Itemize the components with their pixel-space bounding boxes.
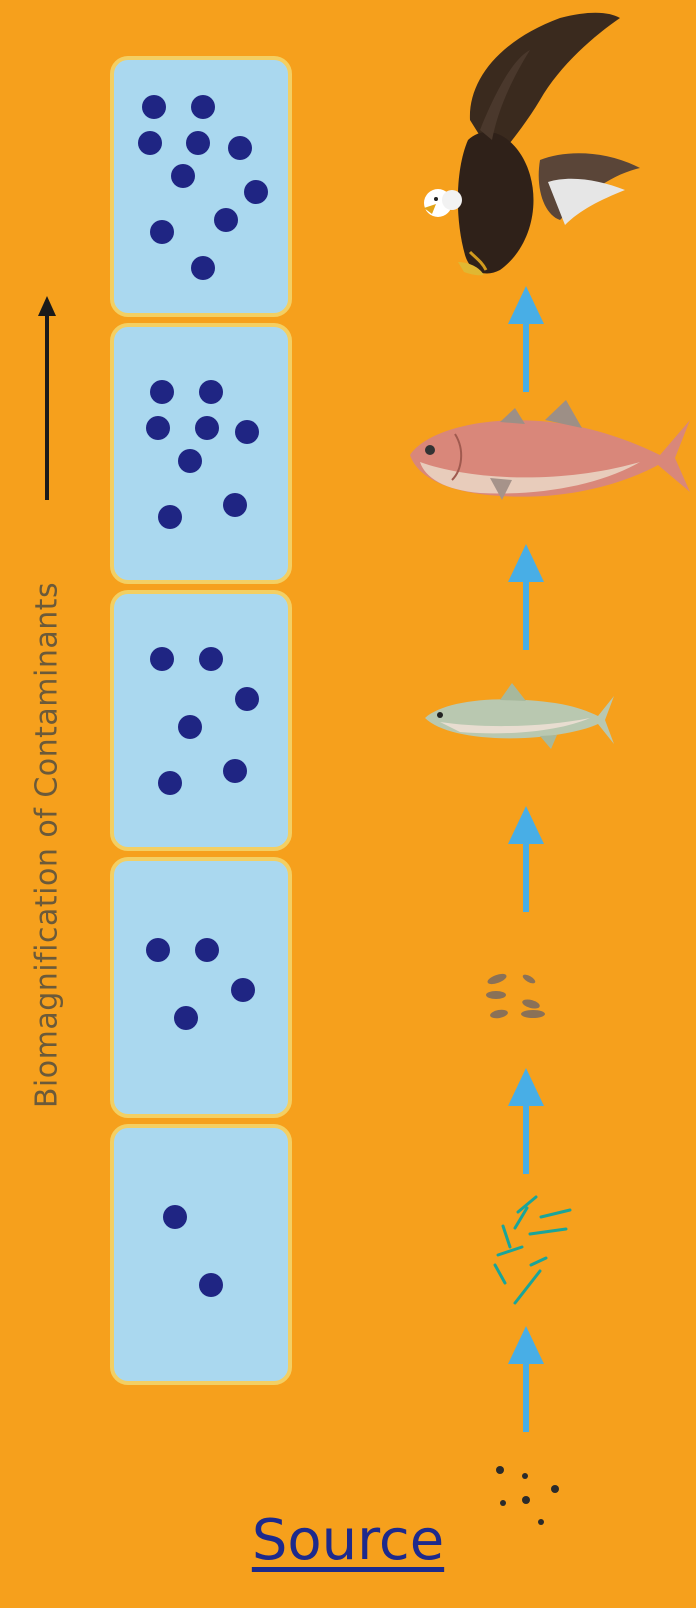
contaminant-dot <box>223 759 247 783</box>
up-arrow-icon <box>508 1326 544 1432</box>
contaminant-dot <box>150 220 174 244</box>
contaminant-dot <box>178 449 202 473</box>
contaminant-dot <box>244 180 268 204</box>
contaminant-dot <box>174 1006 198 1030</box>
contaminant-dot <box>235 687 259 711</box>
up-arrow-icon <box>508 286 544 392</box>
contaminant-dot <box>223 493 247 517</box>
source-link[interactable]: Source <box>0 1508 696 1573</box>
up-arrow-icon <box>508 544 544 650</box>
axis-arrow <box>38 296 56 500</box>
contaminant-dot <box>142 95 166 119</box>
contaminant-dot <box>158 505 182 529</box>
contaminant-dot <box>191 256 215 280</box>
contaminant-dot <box>228 136 252 160</box>
phytoplankton-icon <box>495 1197 570 1303</box>
contaminant-box-bottom <box>112 1126 290 1383</box>
contaminant-dot <box>195 416 219 440</box>
contaminant-dot <box>199 380 223 404</box>
contaminant-dot <box>171 164 195 188</box>
contaminant-dot <box>163 1205 187 1229</box>
contaminant-dot <box>199 647 223 671</box>
contaminant-dot <box>150 380 174 404</box>
contaminant-dot <box>150 647 174 671</box>
up-arrow-icon <box>508 806 544 912</box>
contaminant-box-4 <box>112 325 290 582</box>
contaminant-box-2 <box>112 859 290 1116</box>
large-fish-icon <box>410 400 690 500</box>
axis-label: Biomagnification of Contaminants <box>30 582 65 1108</box>
contaminant-dot <box>191 95 215 119</box>
contaminant-dot <box>178 715 202 739</box>
up-arrow-icon <box>508 1068 544 1174</box>
contaminant-dot <box>146 416 170 440</box>
contaminant-dot <box>138 131 162 155</box>
small-fish-icon <box>425 683 614 749</box>
contaminant-dot <box>186 131 210 155</box>
contaminant-dot <box>235 420 259 444</box>
contaminant-dot <box>199 1273 223 1297</box>
eagle-icon <box>424 13 640 276</box>
contaminant-box-3 <box>112 592 290 849</box>
contaminant-dot <box>214 208 238 232</box>
contaminant-dot <box>231 978 255 1002</box>
zooplankton-icon <box>486 972 545 1020</box>
contaminant-dot <box>195 938 219 962</box>
contaminant-dot <box>146 938 170 962</box>
contaminant-dot <box>158 771 182 795</box>
